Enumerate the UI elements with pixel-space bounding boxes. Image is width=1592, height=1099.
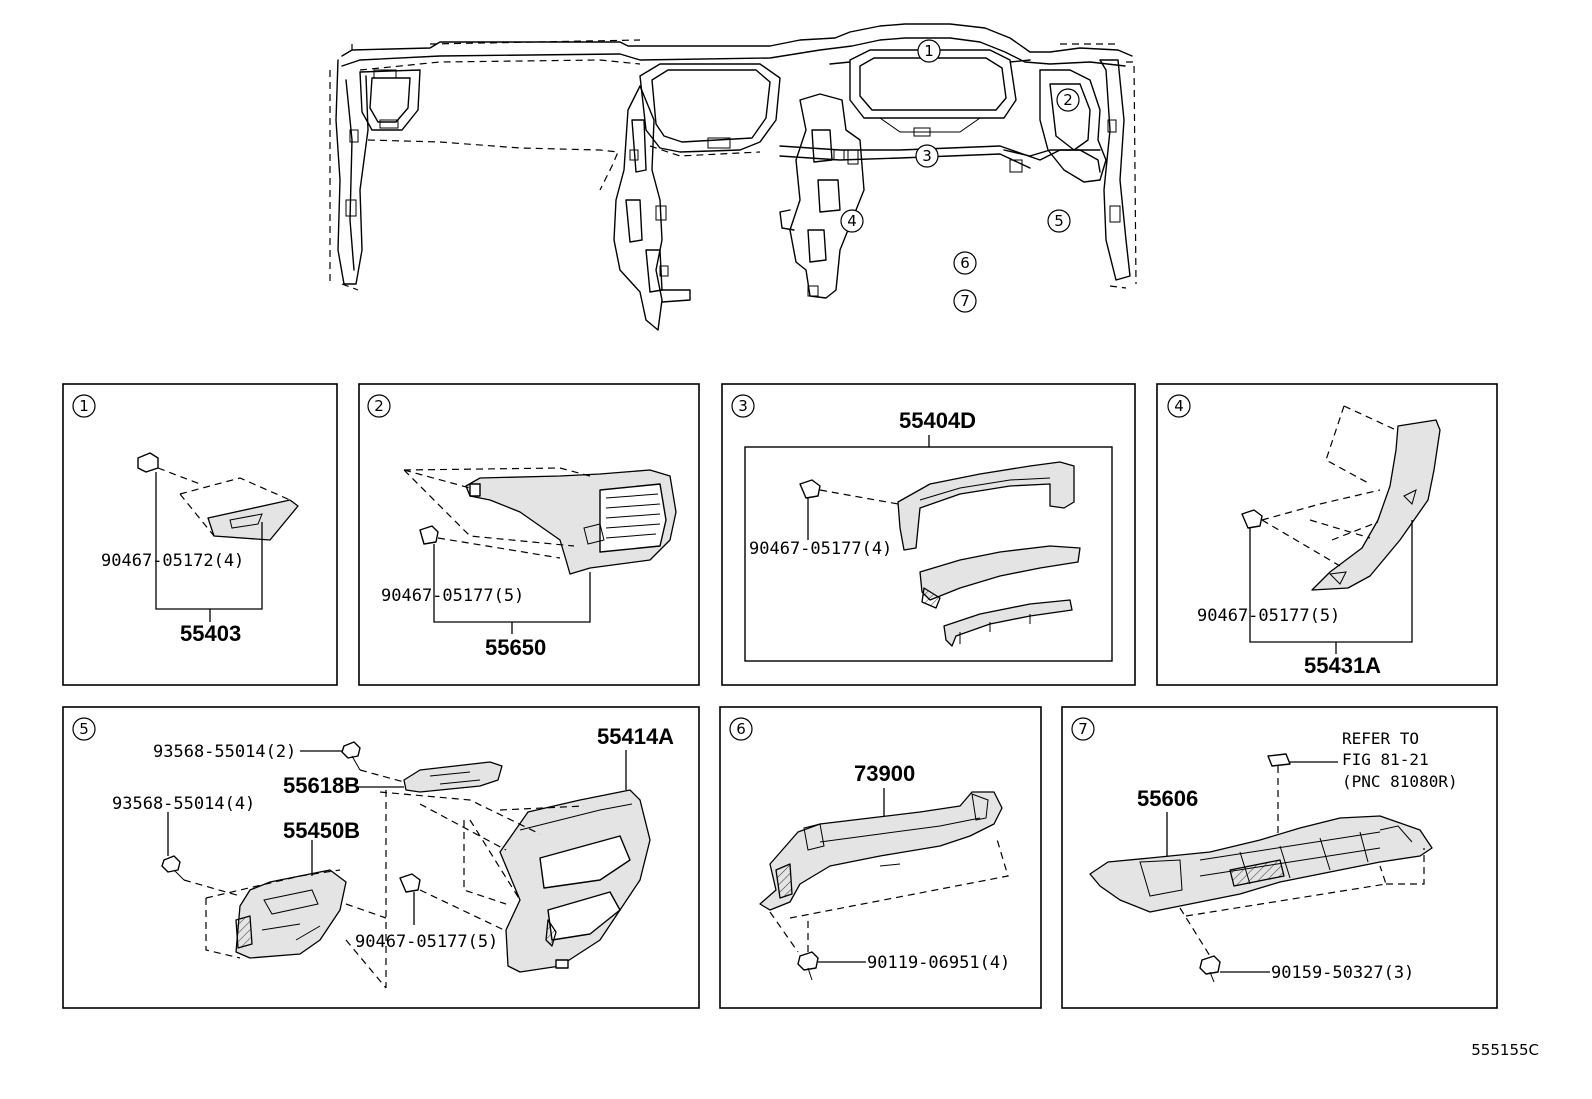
svg-text:FIG 81-21: FIG 81-21 [1342,750,1429,769]
part-55403: 55403 [180,621,241,646]
svg-text:REFER TO: REFER TO [1342,729,1419,748]
detail-panel-5: 5 93568-55014(2) 93568-55014(4) [62,706,700,1009]
svg-text:6: 6 [736,720,746,738]
clip-part [137,452,159,473]
svg-text:55414A: 55414A [597,724,674,749]
callout-7: 7 [953,289,977,313]
svg-text:55650: 55650 [485,635,546,660]
detail-panel-3: 3 55404D 90467-05177(4) [721,383,1136,686]
svg-text:7: 7 [960,292,970,310]
svg-text:90159-50327(3): 90159-50327(3) [1271,963,1414,983]
svg-text:90467-05177(4): 90467-05177(4) [749,539,892,559]
svg-text:4: 4 [847,212,857,230]
svg-text:55606: 55606 [1137,786,1198,811]
svg-text:5: 5 [79,720,89,738]
svg-text:6: 6 [960,254,970,272]
svg-text:7: 7 [1078,720,1088,738]
svg-text:90467-05177(5): 90467-05177(5) [381,586,524,606]
svg-text:90467-05177(5): 90467-05177(5) [1197,606,1340,626]
callout-5: 5 [1047,209,1071,233]
callout-3: 3 [915,144,939,168]
callout-4: 4 [840,209,864,233]
detail-panel-4: 4 90467-05177(5) 55431A [1156,383,1498,686]
callout-1: 1 [917,39,941,63]
svg-text:3: 3 [922,147,932,165]
svg-text:90467-05177(5): 90467-05177(5) [355,932,498,952]
detail-panel-6: 6 73900 90119-06951(4) [719,706,1042,1009]
illustration-code: 555155C [1471,1041,1539,1059]
svg-text:73900: 73900 [854,761,915,786]
fastener-90467-05172: 90467-05172(4) [101,551,244,571]
svg-text:90119-06951(4): 90119-06951(4) [867,953,1010,973]
svg-text:5: 5 [1054,212,1064,230]
svg-text:(PNC 81080R): (PNC 81080R) [1342,772,1458,791]
detail-panel-7: 7 REFER TO FIG 81-21 (PNC 81080R) 55606 … [1061,706,1498,1009]
svg-text:93568-55014(2): 93568-55014(2) [153,742,296,762]
svg-text:2: 2 [1063,91,1073,109]
callout-6: 6 [953,251,977,275]
instrument-panel-assembly [329,23,1137,331]
svg-text:55450B: 55450B [283,818,360,843]
svg-text:2: 2 [374,397,384,415]
svg-text:4: 4 [1174,397,1184,415]
svg-text:55618B: 55618B [283,773,360,798]
part-55403-shape [207,499,299,541]
detail-panel-2: 2 90467-05177(5) 55650 [358,383,700,686]
svg-text:1: 1 [924,42,934,60]
panel-1-number: 1 [79,397,89,415]
svg-text:93568-55014(4): 93568-55014(4) [112,794,255,814]
detail-panel-1: 1 90467-05172(4) 55403 [62,383,338,686]
svg-text:55431A: 55431A [1304,653,1381,678]
callout-2: 2 [1056,88,1080,112]
svg-text:55404D: 55404D [899,408,976,433]
svg-text:3: 3 [738,397,748,415]
